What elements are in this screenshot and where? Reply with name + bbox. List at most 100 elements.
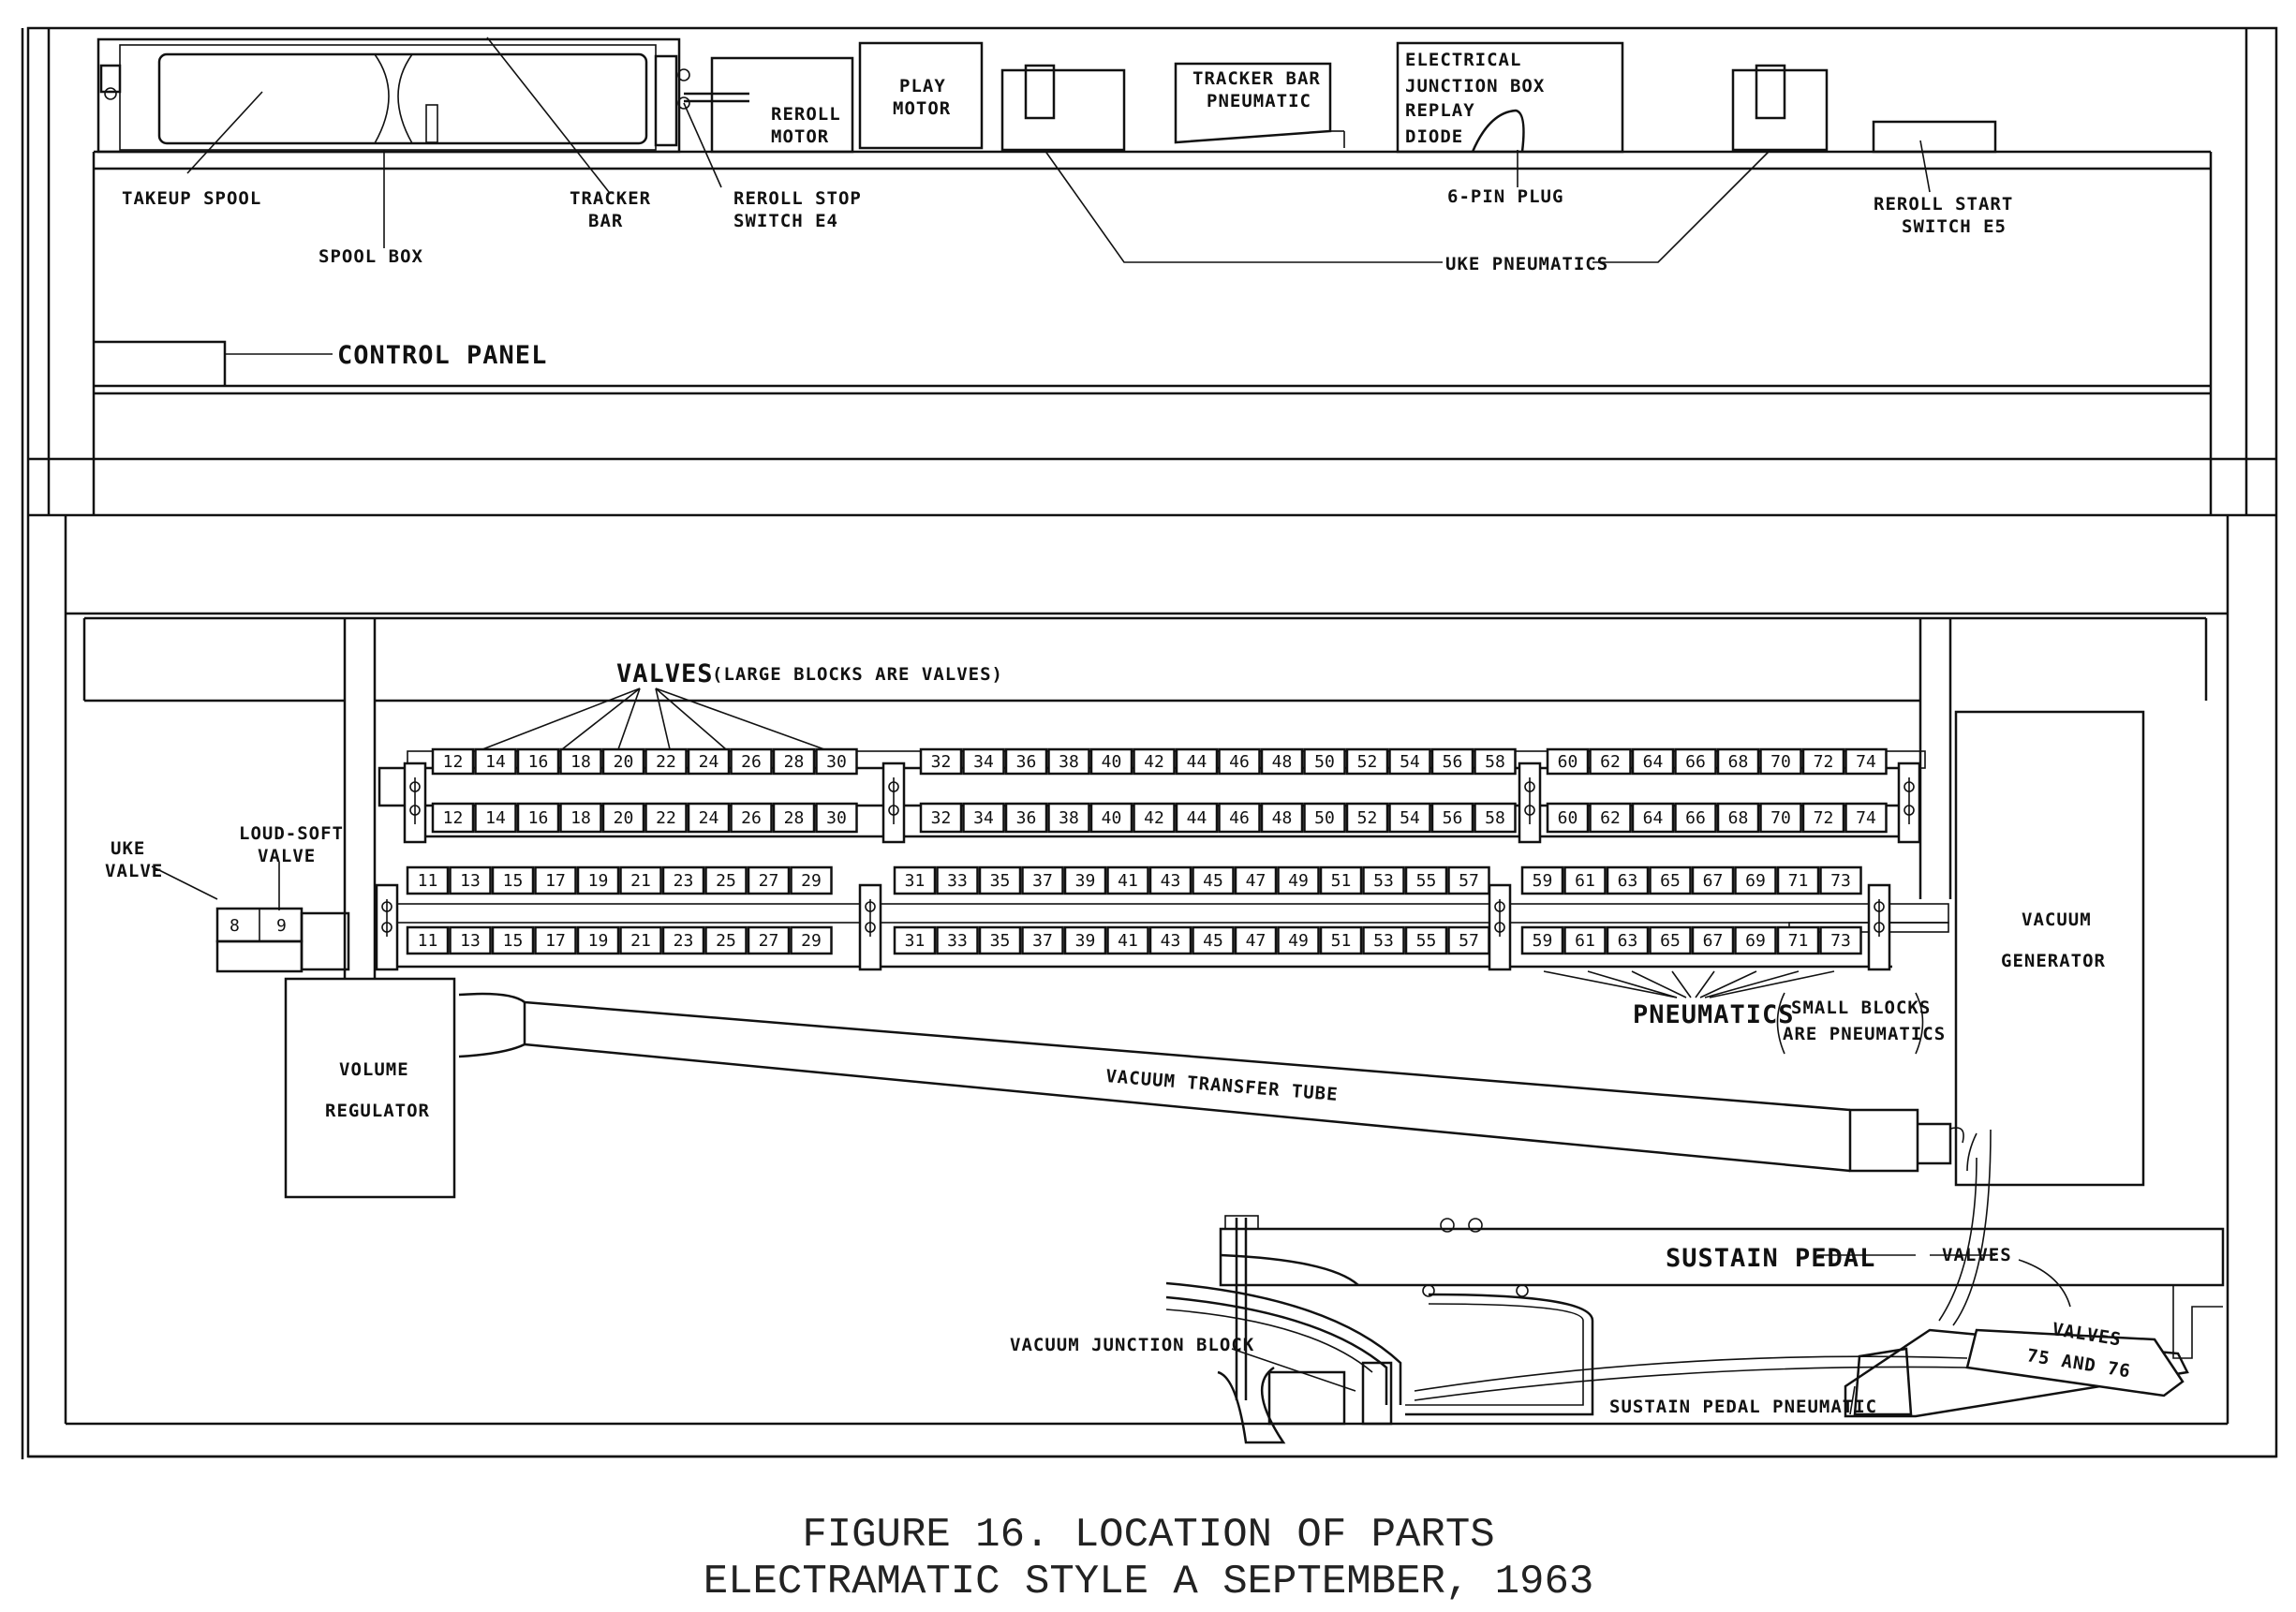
pneumatic-block: [1589, 802, 1632, 834]
valve-block: [962, 747, 1005, 776]
pneumatic-number: 31: [905, 931, 926, 951]
leader-lines-valves: [481, 688, 1924, 1055]
label-tracker-bar-pneumatic-1: TRACKER BAR: [1192, 68, 1321, 89]
pneumatic-number: 58: [1485, 808, 1505, 828]
valve-number: 54: [1400, 752, 1420, 772]
valve-number: 29: [801, 871, 822, 891]
figure-caption: FIGURE 16. LOCATION OF PARTS ELECTRAMATI…: [704, 1512, 1594, 1605]
pneumatic-number: 14: [485, 808, 506, 828]
valve-number: 70: [1770, 752, 1791, 772]
valve-block: [1734, 865, 1777, 895]
pneumatic-block: [893, 925, 937, 955]
valve-number: 68: [1728, 752, 1749, 772]
pneumatic-number: 41: [1118, 931, 1138, 951]
valve-block: [893, 865, 937, 895]
label-volume-regulator-2: REGULATOR: [325, 1101, 430, 1121]
pneumatic-number: 49: [1288, 931, 1309, 951]
valve-number: 30: [826, 752, 847, 772]
pneumatic-number: 38: [1059, 808, 1079, 828]
label-uke-pneumatics: UKE PNEUMATICS: [1445, 254, 1608, 274]
pneumatic-number: 67: [1703, 931, 1724, 951]
valve-number: 73: [1830, 871, 1851, 891]
pneumatic-number: 28: [784, 808, 805, 828]
pneumatic-number: 46: [1229, 808, 1250, 828]
pneumatic-block: [1563, 925, 1607, 955]
valve-number: 40: [1102, 752, 1122, 772]
pneumatic-block: [815, 802, 858, 834]
valve-number: 24: [699, 752, 719, 772]
valve-number: 61: [1575, 871, 1595, 891]
pneumatic-number: 24: [699, 808, 719, 828]
valve-number: 69: [1745, 871, 1766, 891]
pneumatic-block: [1260, 802, 1304, 834]
pneumatic-number: 42: [1144, 808, 1164, 828]
pneumatic-block: [1192, 925, 1235, 955]
pneumatic-number: 12: [443, 808, 464, 828]
valve-block: [1844, 747, 1888, 776]
valve-number: 67: [1703, 871, 1724, 891]
pneumatic-number: 51: [1331, 931, 1352, 951]
pneumatic-number: 56: [1443, 808, 1463, 828]
pneumatic-number: 27: [759, 931, 779, 951]
pneumatic-block: [1404, 925, 1448, 955]
valve-block: [1106, 865, 1149, 895]
valve-number: 31: [905, 871, 926, 891]
pneumatic-block: [1388, 802, 1431, 834]
pneumatic-number: 32: [931, 808, 952, 828]
pneumatic-block: [1345, 802, 1389, 834]
pneumatic-number: 13: [460, 931, 481, 951]
caption-line-2: ELECTRAMATIC STYLE A SEPTEMBER, 1963: [704, 1559, 1594, 1605]
pneumatic-block: [919, 802, 963, 834]
valve-number: 60: [1558, 752, 1578, 772]
valve-number: 15: [503, 871, 524, 891]
label-loud-soft-1: LOUD-SOFT: [239, 823, 344, 844]
pneumatic-number: 55: [1416, 931, 1437, 951]
label-uke-valve-2: VALVE: [105, 861, 163, 881]
valve-block: [1691, 865, 1735, 895]
valve-number: 22: [656, 752, 676, 772]
pneumatic-block: [1734, 925, 1777, 955]
pneumatic-block: [1133, 802, 1176, 834]
valve-number: 39: [1075, 871, 1096, 891]
label-loud-soft-2: VALVE: [258, 846, 316, 866]
pneumatic-block: [1691, 925, 1735, 955]
pneumatic-block: [1234, 925, 1278, 955]
valve-number: 18: [570, 752, 591, 772]
pneumatic-block: [704, 925, 748, 955]
valve-block: [661, 865, 705, 895]
valve-block: [406, 865, 450, 895]
label-tracker-bar-1: TRACKER: [570, 188, 651, 209]
sustain-pedal: [1165, 1129, 2225, 1444]
volume-regulator: [284, 977, 456, 1199]
label-takeup-spool: TAKEUP SPOOL: [122, 188, 261, 209]
pneumatic-block: [1759, 802, 1802, 834]
pneumatic-number: 11: [418, 931, 438, 951]
valve-number: 44: [1187, 752, 1207, 772]
pneumatic-number: 23: [674, 931, 694, 951]
label-vacuum-transfer-tube: VACUUM TRANSFER TUBE: [1105, 1066, 1340, 1105]
valve-number: 21: [630, 871, 651, 891]
pneumatic-number: 18: [570, 808, 591, 828]
pneumatic-block: [1362, 925, 1405, 955]
pneumatic-block: [1776, 925, 1820, 955]
valve-block: [815, 747, 858, 776]
pneumatic-block: [1319, 925, 1363, 955]
valve-number: 23: [674, 871, 694, 891]
label-electrical-1: ELECTRICAL: [1405, 50, 1521, 70]
valve-number: 56: [1443, 752, 1463, 772]
valve-number: 58: [1485, 752, 1505, 772]
valve-number: 66: [1685, 752, 1706, 772]
pneumatic-block: [1520, 925, 1564, 955]
pneumatic-block: [936, 925, 979, 955]
valve-block: [1819, 865, 1862, 895]
valve-block: [449, 865, 492, 895]
pneumatic-block: [962, 802, 1005, 834]
label-sustain-valves: VALVES: [1942, 1245, 2012, 1265]
pneumatic-number: 36: [1016, 808, 1037, 828]
valve-number: 49: [1288, 871, 1309, 891]
pneumatic-number: 44: [1187, 808, 1207, 828]
valve-number: 50: [1314, 752, 1335, 772]
label-vacuum-generator-2: GENERATOR: [2001, 951, 2106, 971]
pneumatic-block: [1546, 802, 1590, 834]
valve-block: [1089, 747, 1133, 776]
